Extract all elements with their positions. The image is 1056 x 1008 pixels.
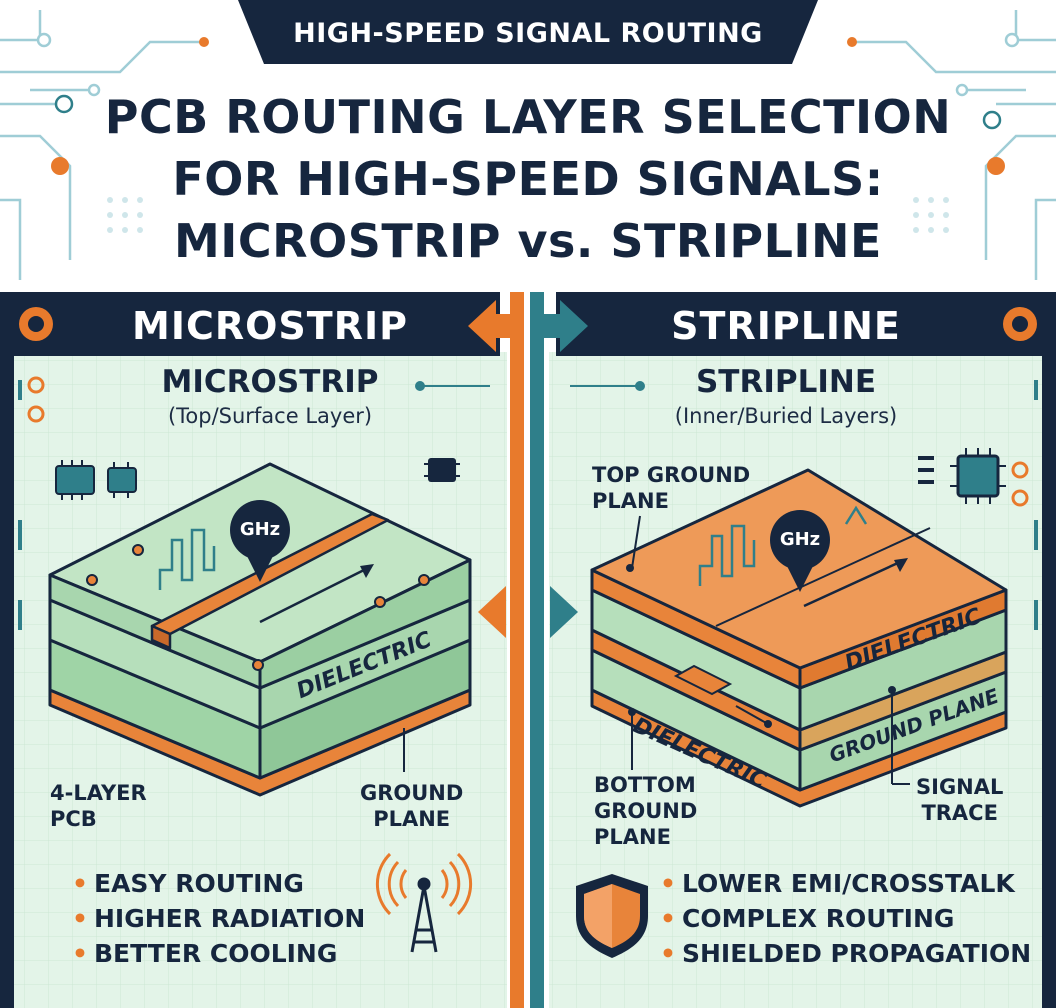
banner-shape: [238, 0, 818, 64]
label-ground: GROUND: [360, 781, 464, 805]
antenna-icon: [375, 852, 473, 953]
header-ring-right-icon: [1003, 307, 1037, 341]
label-bottom-ground: GROUND: [594, 799, 698, 823]
chevron-right-icon: [550, 586, 578, 638]
stripline-header-bar: [556, 292, 1056, 356]
ghz-pin-right: [770, 510, 830, 592]
list-item: LOWER EMI/CROSSTALK: [660, 866, 1031, 901]
microstrip-label-left: 4-LAYER PCB: [50, 780, 147, 832]
label-top-ground: TOP GROUND: [592, 463, 751, 487]
stripline-subtitle: (Inner/Buried Layers): [674, 404, 898, 428]
callout-lines-right: [631, 515, 910, 785]
stripline-ghz-label: GHz: [779, 529, 821, 550]
banner-title: HIGH-SPEED SIGNAL ROUTING: [293, 18, 763, 49]
microstrip-header: MICROSTRIP: [132, 304, 408, 348]
label-plane: PLANE: [373, 807, 451, 831]
divider-orange: [510, 292, 524, 1008]
microstrip-points: EASY ROUTING HIGHER RADIATION BETTER COO…: [72, 866, 365, 971]
list-item: EASY ROUTING: [72, 866, 365, 901]
trace-line-right: [570, 381, 645, 391]
chevron-left-icon: [478, 586, 506, 638]
page-title-line-1: PCB ROUTING LAYER SELECTION: [104, 90, 952, 144]
microstrip-ghz-label: GHz: [239, 519, 281, 540]
via-dots-left: [27, 376, 45, 423]
list-item: BETTER COOLING: [72, 936, 365, 971]
trace-line-left: [415, 381, 490, 391]
microstrip-signal-trace: [150, 512, 390, 650]
label-bottom-plane: PLANE: [594, 825, 671, 849]
chip-icon-left-3: [424, 458, 460, 482]
stripline-title: STRIPLINE: [695, 364, 876, 400]
stripline-buried-trace: [673, 664, 733, 696]
label-pcb: PCB: [50, 807, 97, 831]
circuit-decoration-top-right: [847, 10, 1056, 280]
stripline-header: STRIPLINE: [671, 304, 901, 348]
circuit-dots-left: [107, 197, 143, 233]
chip-icon-left-2: [107, 462, 137, 498]
stripline-label-right: SIGNAL TRACE: [916, 774, 1003, 826]
microstrip-title: MICROSTRIP: [161, 364, 379, 400]
page-title-line-2: FOR HIGH-SPEED SIGNALS:: [172, 152, 884, 206]
list-item: HIGHER RADIATION: [72, 901, 365, 936]
waveform-left: [158, 528, 216, 590]
microstrip-label-right: GROUND PLANE: [360, 780, 463, 832]
stripline-label-top: TOP GROUND PLANE: [592, 462, 750, 514]
label-bottom: BOTTOM: [594, 773, 696, 797]
arrow-right-icon: [538, 300, 588, 352]
label-signal: SIGNAL: [916, 775, 1004, 799]
direction-arrow-left: [259, 566, 369, 624]
shield-icon: [576, 874, 648, 958]
chip-legend-right: [918, 456, 934, 484]
circuit-dots-right: [913, 197, 949, 233]
stripline-points: LOWER EMI/CROSSTALK COMPLEX ROUTING SHIE…: [660, 866, 1031, 971]
chip-icon-right-1: [950, 448, 1006, 504]
via-dots-right: [1011, 461, 1029, 507]
label-top-plane: PLANE: [592, 489, 669, 513]
circuit-decoration-top-left: [0, 10, 209, 280]
chip-icon-left-1: [55, 460, 95, 500]
arrow-left-icon: [468, 300, 516, 352]
label-4-layer: 4-LAYER: [50, 781, 147, 805]
divider-teal: [530, 292, 544, 1008]
via-holes-left: [86, 544, 430, 671]
header-ring-left-icon: [19, 307, 53, 341]
microstrip-subtitle: (Top/Surface Layer): [167, 404, 373, 428]
stripline-label-bottom: BOTTOM GROUND PLANE: [594, 772, 697, 850]
ghz-pin-left: [230, 500, 290, 582]
waveform-right: [698, 524, 756, 586]
direction-arrow-right: [803, 560, 901, 608]
microstrip-header-bar: [0, 292, 500, 356]
list-item: SHIELDED PROPAGATION: [660, 936, 1031, 971]
label-trace: TRACE: [921, 801, 998, 825]
list-item: COMPLEX ROUTING: [660, 901, 1031, 936]
page-title-line-3: MICROSTRIP vs. STRIPLINE: [174, 214, 882, 268]
